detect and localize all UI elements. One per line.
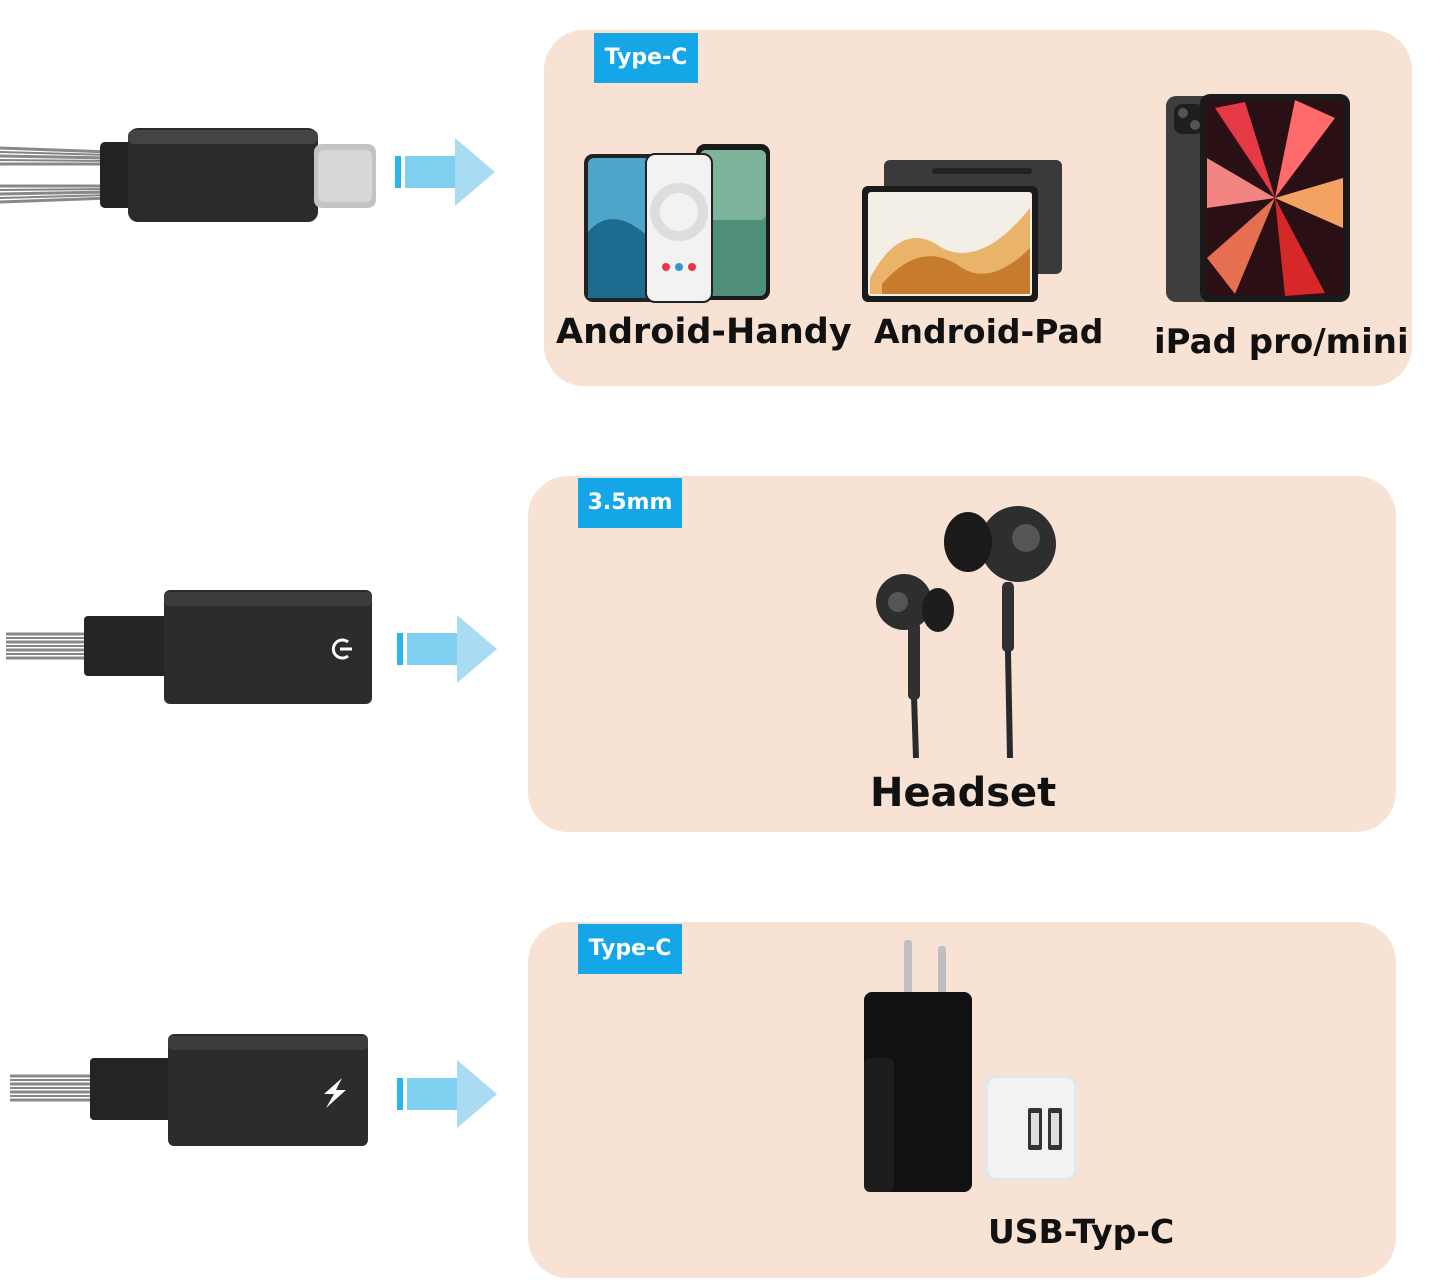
device-label: Android-Handy xyxy=(556,312,852,352)
smartphones-icon xyxy=(584,144,770,303)
earphones-icon xyxy=(876,506,1056,759)
wall-charger-icon xyxy=(864,940,1078,1192)
usb-c-plug-icon xyxy=(0,128,376,222)
device-label: USB-Typ-C xyxy=(988,1212,1175,1251)
arrow-icon xyxy=(397,615,497,683)
device-label: Android-Pad xyxy=(874,312,1104,351)
charging-port-connector-icon xyxy=(10,1034,368,1146)
arrow-icon xyxy=(397,1060,497,1128)
arrow-icon xyxy=(395,138,495,206)
device-label: iPad pro/mini xyxy=(1154,322,1409,362)
connector-badge: 3.5mm xyxy=(578,478,682,528)
android-tablet-icon xyxy=(862,160,1062,302)
device-label: Headset xyxy=(870,770,1057,816)
ipad-icon xyxy=(1166,94,1350,302)
connector-badge: Type-C xyxy=(594,33,698,83)
headphone-jack-connector-icon xyxy=(6,590,372,704)
connector-badge: Type-C xyxy=(578,924,682,974)
